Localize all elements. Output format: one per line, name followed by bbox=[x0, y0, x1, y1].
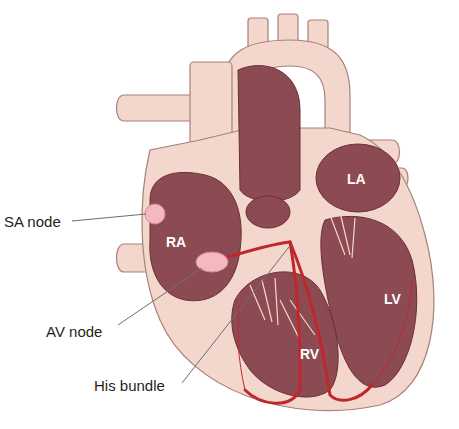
chamber-label: RV bbox=[300, 347, 319, 361]
chamber-label: RA bbox=[166, 235, 186, 249]
chamber-label: LA bbox=[347, 172, 366, 186]
chamber-label: LV bbox=[384, 292, 401, 306]
part-label: AV node bbox=[46, 324, 102, 339]
part-label: SA node bbox=[4, 214, 61, 229]
part-label: His bundle bbox=[94, 378, 165, 393]
